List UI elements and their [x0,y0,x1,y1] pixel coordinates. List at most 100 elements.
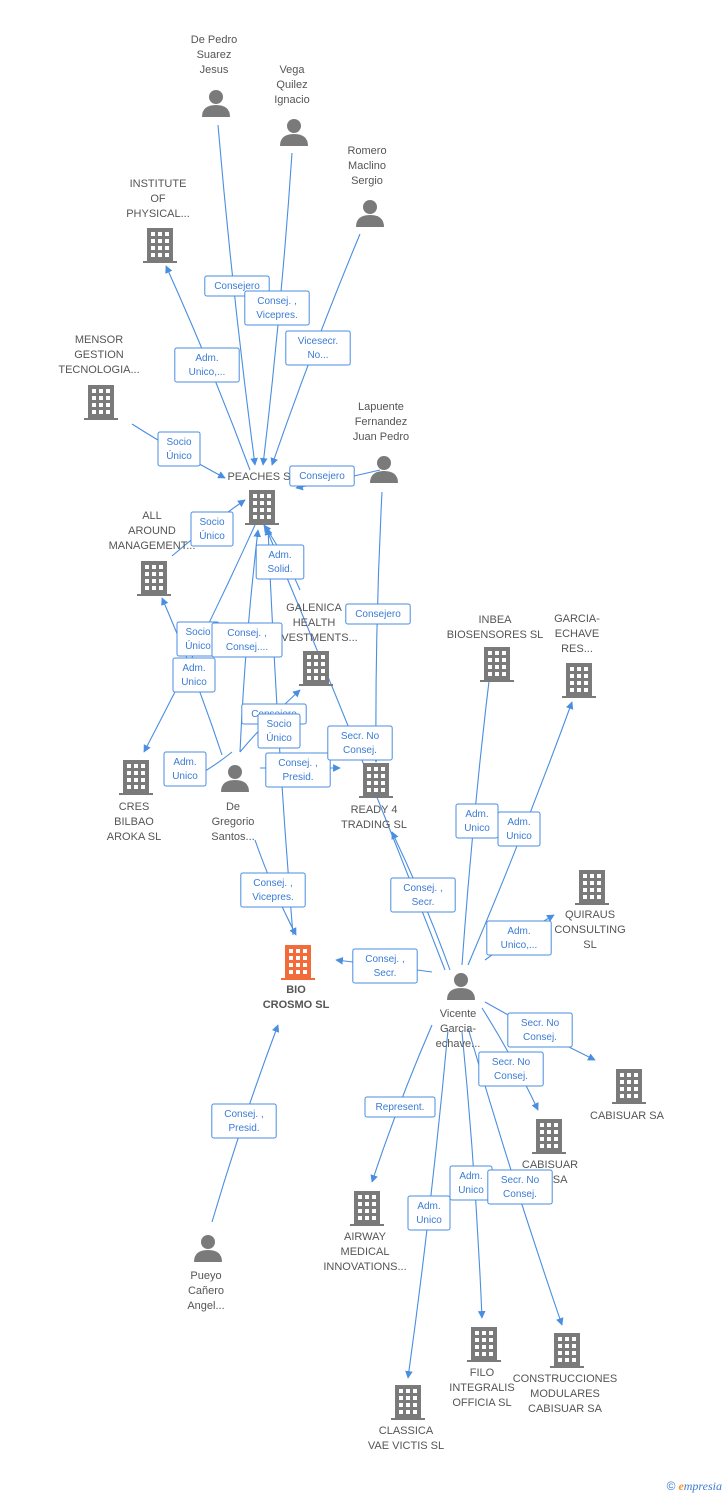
edge-label-vicente-ready4[interactable]: Consej. ,Secr. [390,877,456,913]
edge-label-text: Presid. [282,772,313,783]
edge-label-vega-peaches[interactable]: Consej. ,Vicepres. [244,290,310,326]
edge-label-text: Consej. , [278,758,317,769]
node-label: Lapuente [358,401,404,413]
edge-label-text: Adm. [182,663,205,674]
node-mensor[interactable]: MENSORGESTIONTECNOLOGIA... [58,334,140,420]
person-icon [447,973,475,1000]
node-label: Suarez [197,49,232,61]
edge-label-text: Socio [266,719,291,730]
edge-label-vicente-bio[interactable]: Consej. ,Secr. [352,948,418,984]
node-label: Angel... [187,1300,224,1312]
node-label: CLASSICA [379,1425,434,1437]
edge-label-romero-peaches[interactable]: Vicesecr.No... [285,330,351,366]
edge-label-lapuente-ready4[interactable]: Consejero [345,603,411,625]
node-label: BIOSENSORES SL [447,629,544,641]
node-cabisuar[interactable]: CABISUAR SA [590,1069,665,1122]
edge-label-text: Unico [464,823,490,834]
node-label: Jesus [200,64,229,76]
edge-label-vicente-quiraus[interactable]: Adm.Unico,... [486,920,552,956]
node-label: INTEGRALIS [449,1382,514,1394]
edge-label-text: Vicesecr. [298,336,338,347]
building-icon [299,651,333,686]
edge-label-vicente-airway[interactable]: Represent. [364,1096,436,1118]
edge-label-degregorio-peaches[interactable]: Consej. ,Consej.... [211,622,283,658]
edge-label-degregorio-bio[interactable]: Consej. ,Vicepres. [240,872,306,908]
node-peaches[interactable]: PEACHES SL [227,471,297,525]
edge-label-text: Adm. [195,353,218,364]
edge-label-lapuente-peaches[interactable]: Consejero [289,465,355,487]
edge-label-vicente-inbea[interactable]: Adm. Unico [455,803,499,839]
edge-label-pueyo-bio[interactable]: Consej. ,Presid. [211,1103,277,1139]
edge-label-box [497,811,541,847]
edge-label-text: Consej.... [226,642,268,653]
node-label: CONSULTING [554,924,625,936]
node-label: CABISUAR SA [590,1110,665,1122]
edge-label-text: Unico [181,677,207,688]
edge-label-vicente-peaches[interactable]: Secr. No Consej. [327,725,393,761]
node-label: ALL [142,510,162,522]
edge-label-text: Consej. [343,745,377,756]
edge-label-text: Adm. [465,809,488,820]
edge-label-degregorio-ready4[interactable]: Consej. , Presid. [265,752,331,788]
empresia-brand[interactable]: ©empresia [667,1479,722,1494]
edge-label-text: Consej. [503,1189,537,1200]
edge-label-box [327,725,393,761]
edge-label-peaches-cres[interactable]: Adm. Unico [172,657,216,693]
edge-label-text: Secr. No [521,1018,560,1029]
edge-label-vicente-garcia[interactable]: Adm.Unico [497,811,541,847]
node-degregorio[interactable]: DeGregorioSantos... [211,765,255,843]
node-label: MENSOR [75,334,123,346]
node-label: Ignacio [274,94,309,106]
node-label: Romero [347,145,386,157]
building-icon [359,763,393,798]
node-label: CRES [119,801,150,813]
edge-label-text: Único [266,731,292,744]
node-galenica[interactable]: GALENICAHEALTHINVESTMENTS... [270,602,358,686]
node-label: CROSMO SL [263,999,330,1011]
edge-label-box [255,544,305,580]
node-institute[interactable]: INSTITUTEOFPHYSICAL... [126,178,190,263]
edge-label-text: Consej. , [403,883,442,894]
building-icon [575,870,609,905]
edge-label-text: Secr. No [341,731,380,742]
edge-label-cres-degregorio[interactable]: Adm.Unico [163,751,207,787]
edge-label-galenica-peaches[interactable]: Adm.Solid. [255,544,305,580]
node-pueyo[interactable]: PueyoCañeroAngel... [187,1235,225,1312]
node-label: PEACHES SL [227,471,296,483]
node-label: BILBAO [114,816,154,828]
node-garcia[interactable]: GARCIA-ECHAVERES... [554,613,600,698]
edge-label-vicente-filo[interactable]: Adm.Unico [449,1165,493,1201]
node-airway[interactable]: AIRWAYMEDICALINNOVATIONS... [323,1191,407,1273]
node-allaround[interactable]: ALLAROUNDMANAGEMENT... [109,510,196,596]
node-vicente[interactable]: VicenteGarcia-echave... [436,973,481,1050]
node-label: Juan Pedro [353,431,409,443]
person-icon [370,456,398,483]
node-label: INVESTMENTS... [270,632,357,644]
edge-label-text: Vicepres. [256,310,298,321]
edge-label-peaches-institute[interactable]: Adm.Unico,... [174,347,240,383]
node-label: PHYSICAL... [126,208,190,220]
edge-label-box [190,511,234,547]
edge-label-box [487,1169,553,1205]
node-label: CONSTRUCCIONES [513,1373,618,1385]
edge-label-vicente-classica[interactable]: Adm.Unico [407,1195,451,1231]
